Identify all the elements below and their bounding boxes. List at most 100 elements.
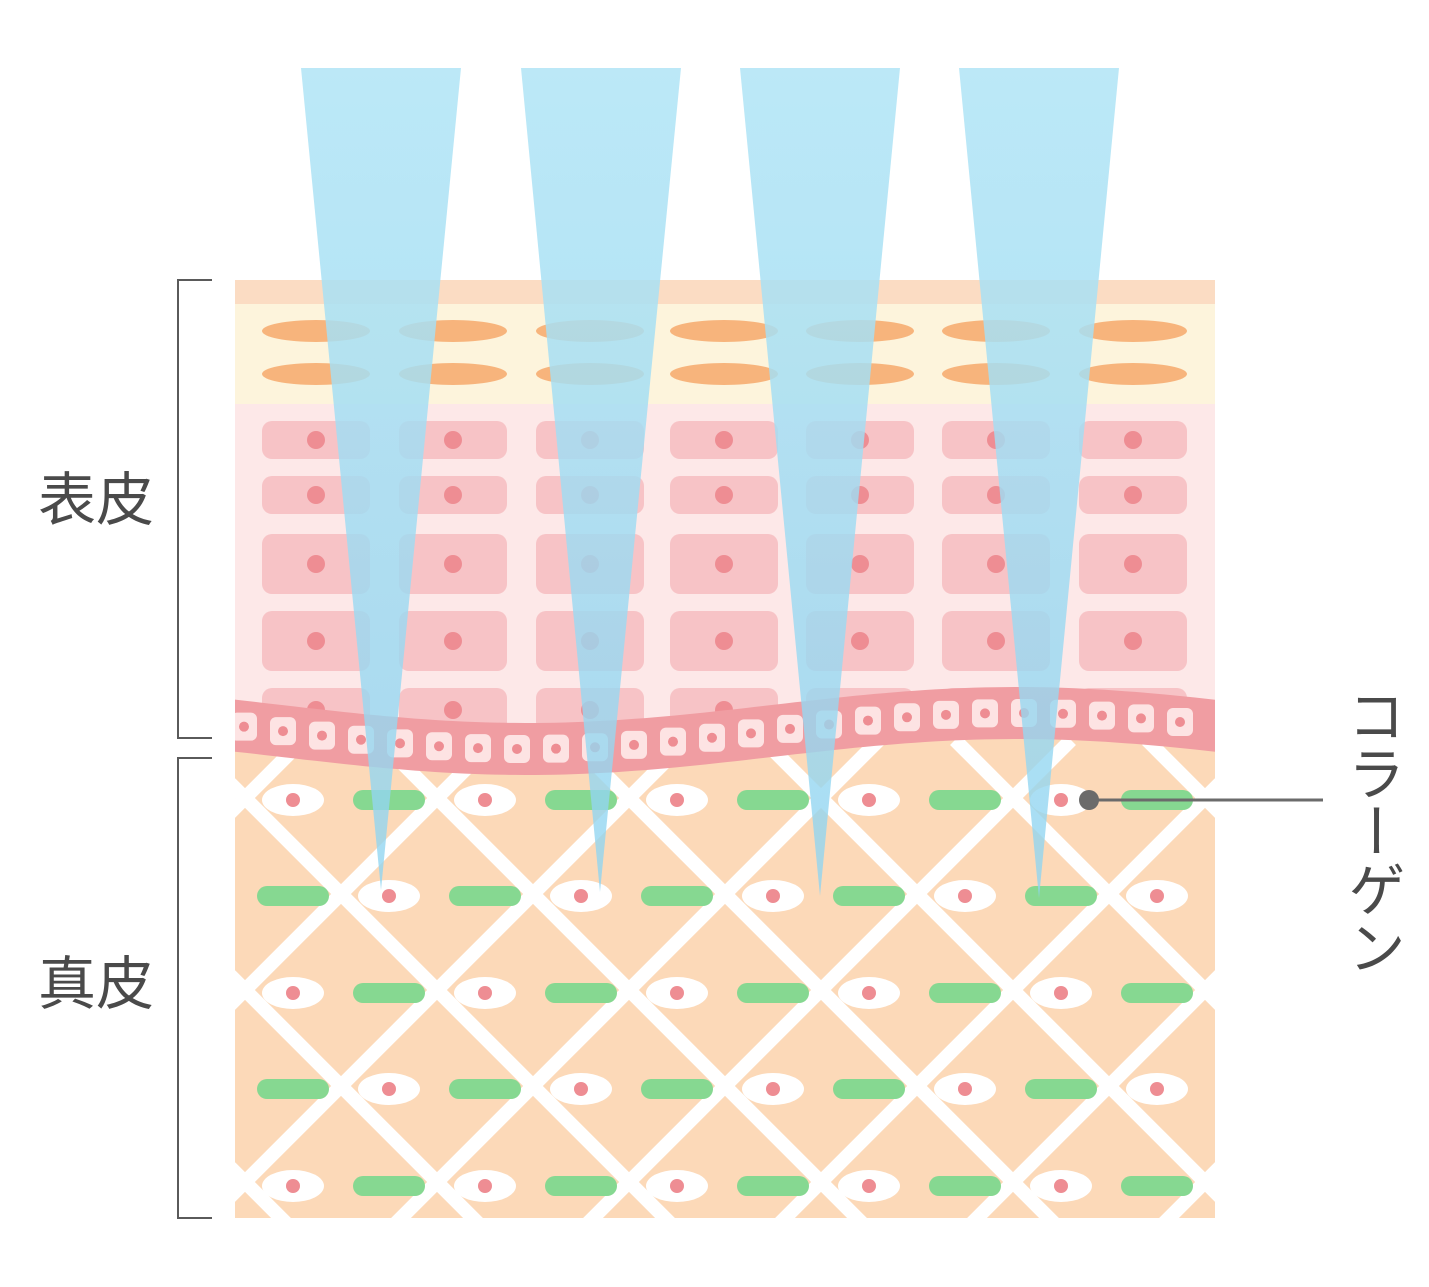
fibroblast-nucleus (766, 889, 780, 903)
collagen-fiber (737, 983, 809, 1003)
fibroblasts (262, 784, 1188, 1202)
basal-cell-nucleus (668, 736, 678, 747)
collagen-fiber (641, 1079, 713, 1099)
collagen-fibers (257, 790, 1193, 1196)
fibroblast-nucleus (478, 986, 492, 1000)
cell-nucleus (307, 632, 325, 650)
cell-nucleus (444, 486, 462, 504)
cell-nucleus (1124, 632, 1142, 650)
cell-nucleus (851, 555, 869, 573)
fiber-strand (758, 735, 1215, 1202)
basal-cell-nucleus (1175, 716, 1185, 727)
fibroblast-nucleus (574, 889, 588, 903)
cell-nucleus (715, 431, 733, 449)
fiber-strand (391, 735, 884, 1218)
collagen-fiber (545, 983, 617, 1003)
collagen-callout-dot (1079, 790, 1099, 810)
cell-nucleus (715, 555, 733, 573)
basal-cell-nucleus (746, 728, 756, 739)
fibroblast-nucleus (574, 1082, 588, 1096)
basal-cell-nucleus (434, 741, 444, 752)
fibroblast-nucleus (862, 1179, 876, 1193)
granular-cell (1079, 320, 1187, 342)
collagen-fiber (449, 1079, 521, 1099)
cell-nucleus (1124, 431, 1142, 449)
cell-nucleus (444, 632, 462, 650)
basal-cell-nucleus (395, 738, 405, 749)
basal-cell-nucleus (239, 721, 249, 732)
cell-nucleus (444, 431, 462, 449)
basal-cell-nucleus (278, 726, 288, 737)
fibroblast-nucleus (382, 1082, 396, 1096)
fibroblast-nucleus (1150, 889, 1164, 903)
cell-nucleus (307, 431, 325, 449)
fibroblast-nucleus (766, 1082, 780, 1096)
cell-nucleus (715, 486, 733, 504)
collagen-fiber (833, 886, 905, 906)
cell-nucleus (1124, 486, 1142, 504)
basal-cell-nucleus (863, 715, 873, 726)
fiber-strand (566, 735, 1059, 1218)
dermis-layer (235, 730, 1215, 1218)
collagen-fiber (1121, 1176, 1193, 1196)
fibroblast-nucleus (958, 889, 972, 903)
granular-cell (670, 320, 778, 342)
microneedle (301, 68, 461, 890)
fibroblast-nucleus (382, 889, 396, 903)
collagen-fiber (545, 1176, 617, 1196)
fiber-strand (235, 735, 500, 1010)
dermis-bracket (177, 757, 212, 1219)
fibroblast-nucleus (1150, 1082, 1164, 1096)
fibroblast-nucleus (1054, 793, 1068, 807)
basal-cell-nucleus (902, 712, 912, 723)
collagen-fiber (737, 790, 809, 810)
cell-nucleus (1124, 555, 1142, 573)
fibroblast-nucleus (670, 793, 684, 807)
basal-cell-nucleus (317, 730, 327, 741)
basal-cell-nucleus (941, 709, 951, 720)
fibroblast-nucleus (478, 793, 492, 807)
collagen-fiber (257, 886, 329, 906)
dermis-label: 真皮 (38, 950, 154, 1018)
cell-nucleus (307, 555, 325, 573)
fibroblast-nucleus (478, 1179, 492, 1193)
collagen-callout: コラーゲン (1079, 686, 1406, 976)
basal-cell-nucleus (1136, 713, 1146, 724)
cell-nucleus (444, 701, 462, 719)
fibroblast-nucleus (286, 793, 300, 807)
microneedle (521, 68, 681, 892)
basal-layer (235, 687, 1215, 775)
basal-cell-nucleus (980, 708, 990, 719)
fibroblast-nucleus (670, 986, 684, 1000)
granular-cell (670, 363, 778, 385)
basal-cell-nucleus (1058, 708, 1068, 719)
basal-cell-nucleus (629, 739, 639, 750)
epidermis-label: 表皮 (38, 466, 154, 534)
microneedle (740, 68, 900, 896)
basal-cell-nucleus (707, 732, 717, 743)
collagen-fiber (1121, 983, 1193, 1003)
collagen-fiber (929, 790, 1001, 810)
cell-nucleus (987, 632, 1005, 650)
microneedle (959, 68, 1119, 898)
collagen-fiber (929, 1176, 1001, 1196)
basal-cell-nucleus (473, 743, 483, 754)
fibroblast-nucleus (958, 1082, 972, 1096)
cell-nucleus (307, 486, 325, 504)
microneedles (301, 68, 1119, 898)
cell-nucleus (987, 555, 1005, 573)
fibroblast-nucleus (1054, 986, 1068, 1000)
cell-nucleus (851, 632, 869, 650)
cell-nucleus (715, 632, 733, 650)
basal-cell-nucleus (512, 743, 522, 754)
collagen-fiber (929, 983, 1001, 1003)
fibroblast-nucleus (862, 793, 876, 807)
epidermis-bracket-line (177, 279, 212, 739)
collagen-label: コラーゲン (1338, 686, 1406, 976)
collagen-fiber (449, 886, 521, 906)
granular-cell (1079, 363, 1187, 385)
collagen-fiber (1025, 886, 1097, 906)
fibroblast-nucleus (286, 986, 300, 1000)
basal-cell-nucleus (356, 734, 366, 745)
